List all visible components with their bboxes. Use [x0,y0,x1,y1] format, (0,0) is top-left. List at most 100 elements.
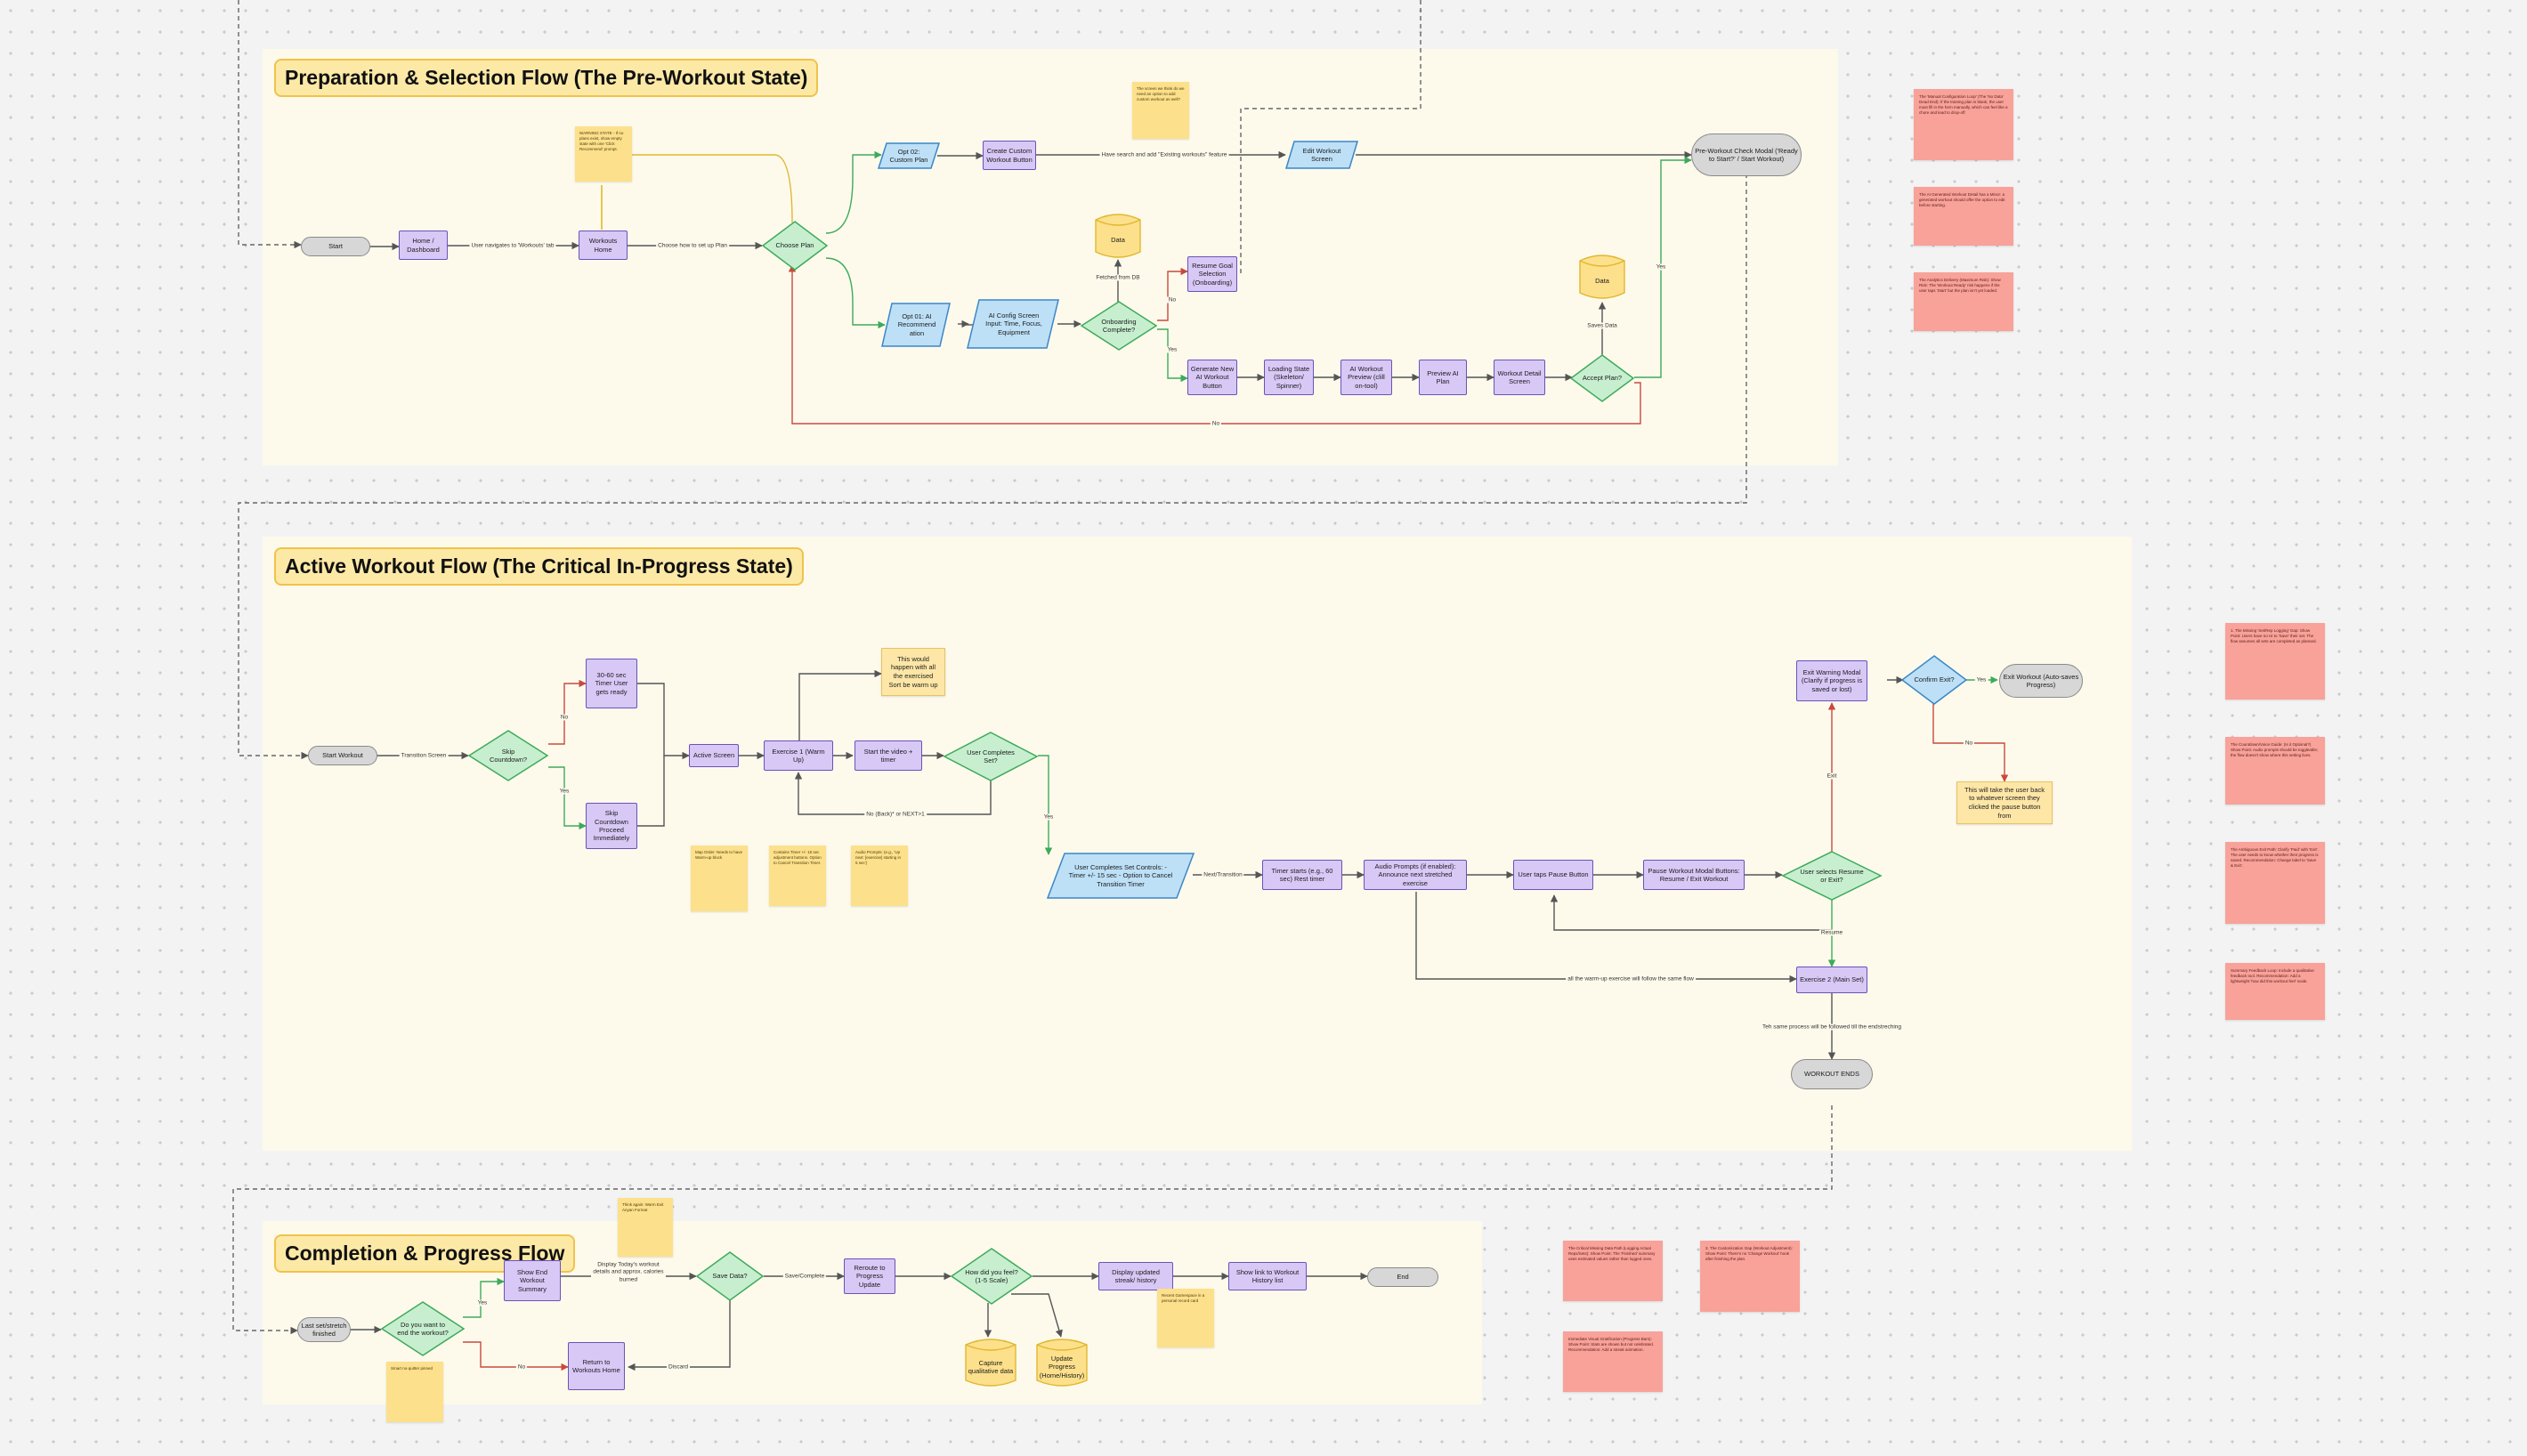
warmup-callout-note: This would happen with all the exercised… [881,648,945,696]
edge-label-saves-data: Saves Data [1585,322,1619,329]
edge-label-no-skip: No [558,714,571,721]
sticky-note-r9: 3. The Customization Gap (Workout Adjust… [1700,1241,1800,1312]
return-workouts-home-node[interactable]: Return to Workouts Home [568,1342,625,1390]
workout-detail-screen-node[interactable]: Workout Detail Screen [1494,360,1545,395]
sticky-note-r2: The AI Generated Workout Detail has a Mi… [1914,187,2013,246]
sticky-note-r5: The Countdown/Voice Guide: (Is it Option… [2225,737,2325,805]
confirm-exit-decision[interactable] [1900,655,1968,705]
sticky-note-r7: Summary Feedback Loop: Include a qualita… [2225,963,2325,1020]
edge-label-yes-confirm: Yes [1974,676,1988,684]
resume-or-exit-decision[interactable] [1781,851,1883,901]
workout-ends-terminal[interactable]: WORKOUT ENDS [1791,1059,1873,1089]
edge-label-choose-how: Choose how to set up Plan [656,242,729,249]
sticky-note-r6: The Ambiguous Exit Path: Clarify 'Paid' … [2225,842,2325,924]
ai-config-screen-io[interactable] [967,299,1059,349]
active-section-title: Active Workout Flow (The Critical In-Pro… [274,547,804,586]
sticky-note-r4: 1. The Missing 'Set/Rep Logging' Gap: Sh… [2225,623,2325,700]
user-completes-set-decision[interactable] [943,732,1039,781]
edge-label-no-back: No (Back)* or NEXT>1 [864,811,927,818]
edge-label-no-confirm: No [1963,740,1975,747]
ai-workout-preview-node[interactable]: AI Workout Preview (clill on-tool) [1340,360,1392,395]
pre-workout-check-terminal[interactable]: Pre-Workout Check Modal ('Ready to Start… [1691,133,1802,176]
sticky-note-y7: Smart no-quitter pinned [386,1362,443,1422]
sticky-note-y3: Map Order: Needs to have Warm-up block [691,845,748,911]
exercise2-main-set-node[interactable]: Exercise 2 (Main Set) [1796,967,1867,993]
edge-label-nav-workouts: User navigates to 'Workouts' tab [469,242,556,249]
preview-ai-plan-node[interactable]: Preview AI Plan [1419,360,1467,395]
edge-label-no-accept: No [1210,420,1222,427]
resume-goal-selection-node[interactable]: Resume Goal Selection (Onboarding) [1187,256,1237,292]
show-end-summary-node[interactable]: Show End Workout Summary [504,1260,561,1301]
exit-workout-terminal[interactable]: Exit Workout (Auto-saves Progress) [1999,664,2083,698]
start-workout-terminal[interactable]: Start Workout [308,746,377,765]
edge-label-same-process: Teh same process will be followed till t… [1760,1023,1904,1031]
show-workout-history-link-node[interactable]: Show link to Workout History list [1228,1262,1307,1290]
opt2-custom-plan-io[interactable] [877,142,941,169]
edge-label-discard: Discard [666,1363,691,1371]
edge-label-yes-end: Yes [475,1299,490,1306]
edge-label-have-search: Have search and add "Existing workouts" … [1099,151,1229,158]
countdown-timer-node[interactable]: 30-60 sec Timer User gets ready [586,659,637,708]
sticky-note-y6: Think again: Warm Exit Anyan Format [618,1198,673,1257]
edge-label-no-end: No [515,1363,528,1371]
sticky-note-r3: The Analytics Delivery (Maximum Risk): S… [1914,272,2013,331]
loading-state-node[interactable]: Loading State (Skeleton/ Spinner) [1264,360,1314,395]
data-cylinder-1 [1095,214,1141,258]
capture-qualitative-cylinder [965,1339,1016,1387]
want-end-workout-decision[interactable] [380,1301,466,1356]
workouts-home-node[interactable]: Workouts Home [579,231,628,260]
create-custom-workout-button-node[interactable]: Create Custom Workout Button [983,141,1036,170]
exit-warning-modal-node[interactable]: Exit Warning Modal (Clarify if progress … [1796,660,1867,701]
pause-back-callout-note: This will take the user back to whatever… [1956,781,2053,824]
data-cylinder-2 [1579,255,1625,299]
home-dashboard-node[interactable]: Home / Dashboard [399,231,448,260]
reroute-progress-node[interactable]: Reroute to Progress Update [844,1258,895,1294]
last-set-finished-terminal[interactable]: Last set/stretch finished [297,1317,351,1342]
start-terminal[interactable]: Start [301,237,370,256]
edge-label-exit: Exit [1825,772,1839,780]
generate-ai-workout-button-node[interactable]: Generate New AI Workout Button [1187,360,1237,395]
prep-section-bg [263,49,1838,465]
opt1-ai-recommendation-io[interactable] [881,303,951,347]
active-screen-node[interactable]: Active Screen [689,744,739,767]
prep-section-title: Preparation & Selection Flow (The Pre-Wo… [274,59,819,97]
end-terminal[interactable]: End [1367,1267,1438,1287]
pause-workout-modal-node[interactable]: Pause Workout Modal Buttons: Resume / Ex… [1643,860,1745,890]
edge-label-resume: Resume [1818,929,1845,936]
choose-plan-decision[interactable] [761,221,829,271]
sticky-note-y2: The screen we think do we need an option… [1132,82,1189,139]
sticky-note-r10: Immediate Visual Gratification (Progress… [1563,1331,1663,1392]
update-progress-cylinder [1036,1339,1088,1387]
display-streak-history-node[interactable]: Display updated streak/ history [1098,1262,1173,1290]
user-taps-pause-node[interactable]: User taps Pause Button [1513,860,1593,890]
edge-label-fetched: Fetched from DB [1094,274,1142,281]
sticky-note-y1: WARNING STATE - If no plans exist, show … [575,126,632,182]
how-did-you-feel-decision[interactable] [950,1248,1033,1305]
edge-label-yes-onboarding: Yes [1165,346,1179,353]
rest-timer-node[interactable]: Timer starts (e.g., 60 sec) Rest timer [1262,860,1342,890]
edge-label-transition: Transition Screen [399,752,449,759]
edge-label-next-transition: Next/Transition [1202,871,1244,878]
active-section-bg [263,537,2132,1151]
edit-workout-screen-io[interactable] [1284,141,1359,169]
save-data-decision[interactable] [695,1251,765,1301]
user-completes-set-controls-io[interactable] [1046,853,1195,899]
sticky-note-y8: Recent Gamespace in a personal record ca… [1157,1289,1214,1347]
skip-countdown-decision[interactable] [467,730,549,781]
edge-label-warmup-note: all the warm-up exercise will follow the… [1566,975,1696,983]
edge-label-display-today: Display Today's workout details and appr… [591,1261,666,1284]
audio-prompts-node[interactable]: Audio Prompts (if enabled): Announce nex… [1364,860,1467,890]
edge-label-yes-accept: Yes [1654,263,1668,271]
sticky-note-y4: Contains Timer +/- 15 sec adjustment but… [769,845,826,906]
edge-label-yes-set: Yes [1041,813,1056,821]
accept-plan-decision[interactable] [1569,354,1635,402]
edge-label-no-onboarding: No [1166,296,1178,303]
exercise1-warmup-node[interactable]: Exercise 1 (Warm Up) [764,740,833,771]
onboarding-complete-decision[interactable] [1080,301,1158,351]
edge-label-yes-skip: Yes [557,788,571,795]
skip-countdown-proceed-node[interactable]: Skip Countdown Proceed Immediately [586,803,637,849]
sticky-note-r8: The Critical Missing Data Path (Logging … [1563,1241,1663,1301]
start-video-timer-node[interactable]: Start the video + timer [854,740,922,771]
